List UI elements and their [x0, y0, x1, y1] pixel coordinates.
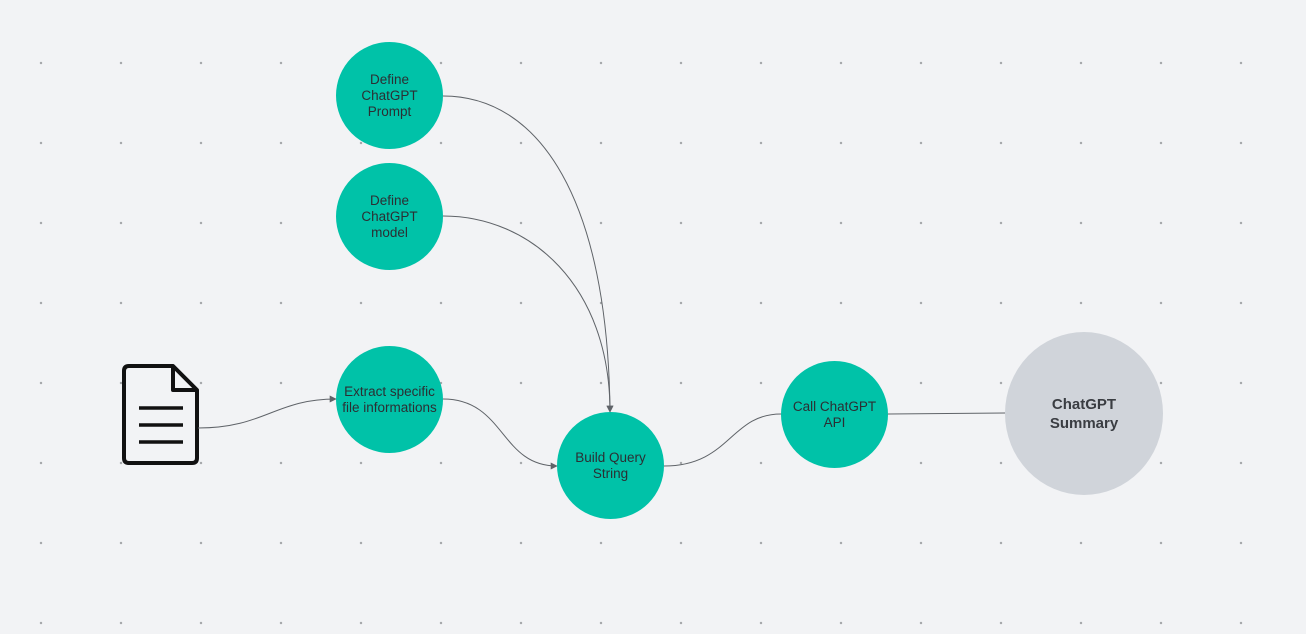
node-label: Define ChatGPT model [361, 192, 418, 240]
document-icon[interactable] [122, 364, 199, 465]
node-define-prompt[interactable]: Define ChatGPT Prompt [336, 42, 443, 149]
node-label: Define ChatGPT Prompt [361, 71, 418, 119]
edge-model-to-build [442, 215, 614, 413]
node-define-model[interactable]: Define ChatGPT model [336, 163, 443, 270]
node-label: Extract specific file informations [342, 383, 437, 415]
node-call-chatgpt-api[interactable]: Call ChatGPT API [781, 361, 888, 468]
edge-extract-to-build [442, 398, 558, 470]
node-label: ChatGPT Summary [1049, 395, 1119, 432]
edge-document-to-extract [197, 395, 337, 429]
node-label: Call ChatGPT API [792, 398, 877, 430]
edge-prompt-to-build [442, 95, 614, 413]
edge-call-to-summary [887, 412, 1006, 415]
node-label: Build Query String [575, 449, 646, 481]
node-chatgpt-summary[interactable]: ChatGPT Summary [1005, 332, 1163, 495]
node-build-query-string[interactable]: Build Query String [557, 412, 664, 519]
edge-build-to-call [663, 413, 782, 467]
node-extract-file-info[interactable]: Extract specific file informations [336, 346, 443, 453]
